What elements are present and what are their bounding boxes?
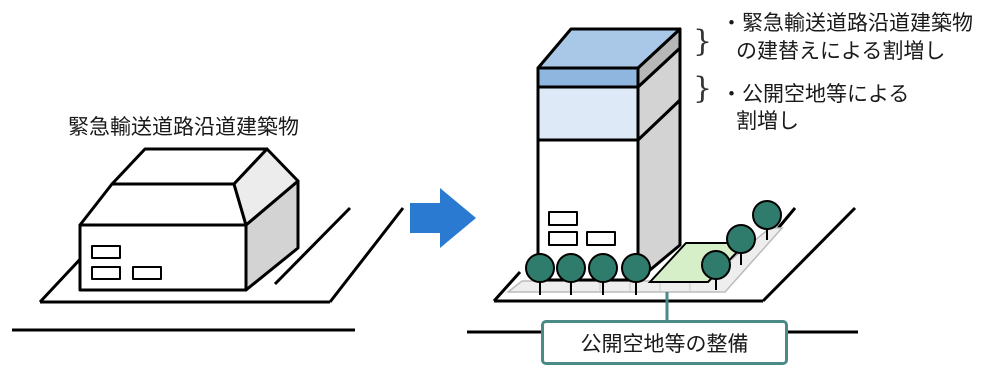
note-open-space-bonus-line1: ・公開空地等による <box>721 82 910 106</box>
right-road <box>467 206 858 334</box>
tower-building <box>536 27 682 282</box>
brace-lower: } <box>693 71 713 106</box>
note-rebuild-bonus-line2: の建替えによる割増し <box>736 39 946 63</box>
note-open-space-bonus-line2: 割増し <box>736 109 799 133</box>
left-road <box>12 206 405 332</box>
brace-upper: } <box>693 24 713 59</box>
open-space-callout: 公開空地等の整備 <box>541 320 788 365</box>
note-rebuild-bonus-line1: ・緊急輸送道路沿道建築物 <box>721 11 973 35</box>
trees <box>525 200 782 295</box>
left-building-label: 緊急輸送道路沿道建築物 <box>68 115 299 139</box>
open-space-callout-label: 公開空地等の整備 <box>580 331 749 356</box>
arrow-right-icon <box>410 188 476 248</box>
left-building <box>78 147 300 292</box>
